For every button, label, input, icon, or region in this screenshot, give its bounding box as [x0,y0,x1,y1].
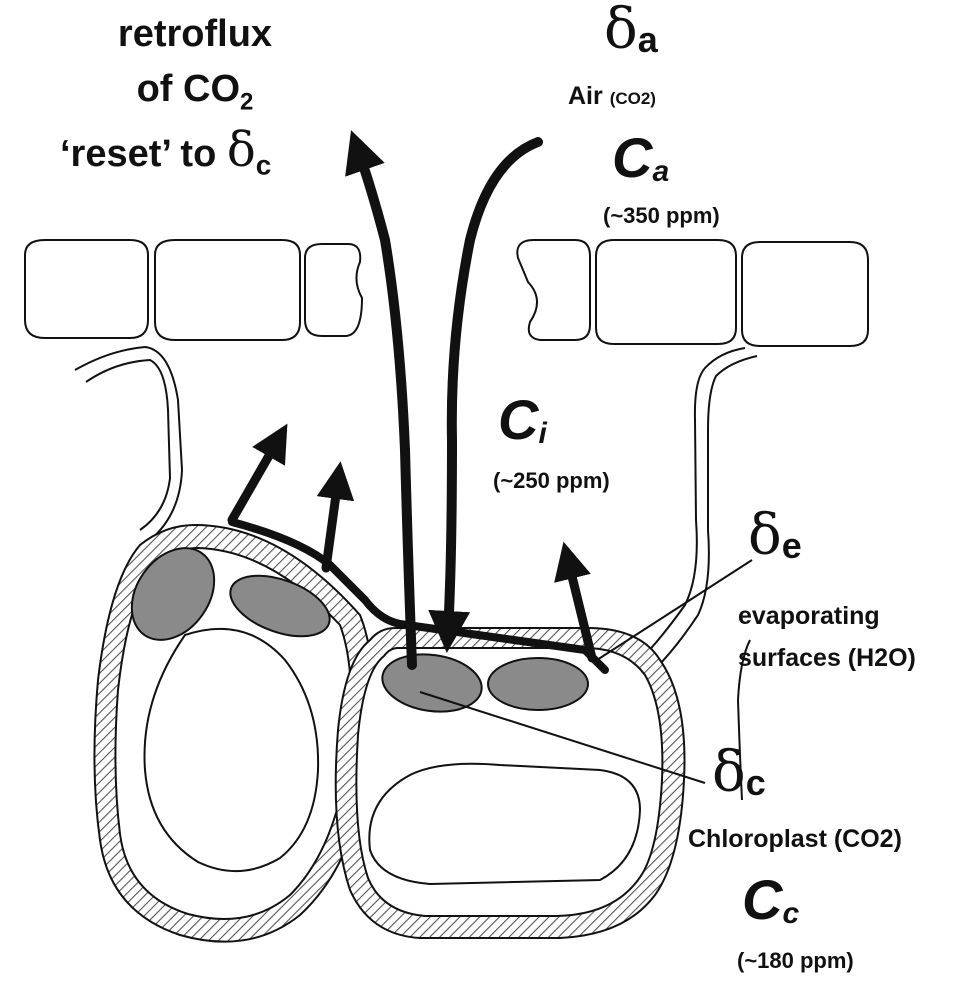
ca-value: (~350 ppm) [603,205,720,227]
cc-value: (~180 ppm) [737,950,854,972]
epidermis-left [25,240,362,540]
air-label: Air (CO2) [568,84,656,109]
chloroplast [488,658,588,710]
epidermal-cell [596,240,736,344]
epidermal-cell [517,240,590,340]
delta-c-symbol: δc [712,745,766,801]
vapor-arrow [326,480,338,568]
co2-retroflux-arrow [358,150,412,665]
epidermal-cell [742,242,868,346]
cc-symbol: Cc [742,872,799,929]
ci-symbol: Ci [498,392,547,449]
mesophyll-cell-left [94,525,373,942]
delta-e-leader-line [597,560,752,660]
vapor-arrow [232,440,278,520]
delta-a-symbol: δa [604,2,658,58]
retroflux-line-1: retroflux [95,15,295,53]
epidermal-cell [155,240,300,340]
ca-symbol: Ca [612,130,669,187]
retroflux-line-3: ‘reset’ to δc [60,126,271,180]
co2-inflow-arrow [448,142,538,632]
ci-value: (~250 ppm) [493,470,610,492]
epidermal-cell [25,240,148,338]
retroflux-line-2: of CO2 [95,70,295,115]
chloroplast-label: Chloroplast (CO2) [688,827,902,852]
mesophyll-cell-right [336,628,685,938]
evaporating-label-2: surfaces (H2O) [738,646,916,671]
delta-e-symbol: δe [748,508,802,564]
evaporating-label-1: evaporating [738,604,880,629]
epidermal-cell [305,244,362,336]
